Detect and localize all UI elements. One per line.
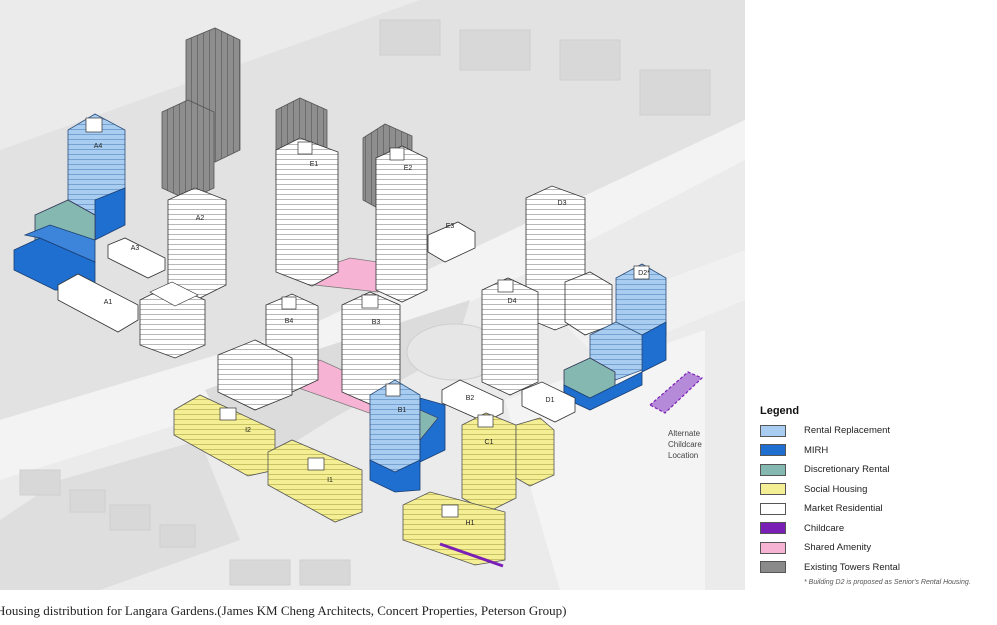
legend-item: Shared Amenity (760, 538, 995, 558)
svg-text:B2: B2 (466, 395, 475, 402)
legend-label: Rental Replacement (804, 425, 891, 437)
legend-item: Market Residential (760, 499, 995, 519)
svg-text:E2: E2 (404, 165, 413, 172)
legend-item: Social Housing (760, 480, 995, 500)
legend-item: Discretionary Rental (760, 460, 995, 480)
building-d3: D3 (525, 185, 613, 336)
svg-text:Childcare: Childcare (668, 440, 702, 449)
building-a4: A4 (13, 113, 126, 291)
legend-item: Existing Towers Rental (760, 558, 995, 578)
svg-text:E1: E1 (310, 161, 319, 168)
svg-text:B1: B1 (398, 407, 407, 414)
legend-item: Childcare (760, 519, 995, 539)
svg-text:A4: A4 (94, 143, 103, 150)
svg-text:A3: A3 (131, 245, 140, 252)
svg-text:A2: A2 (196, 215, 205, 222)
building-b4: B4 (217, 293, 319, 411)
building-h1: H1 (402, 491, 506, 568)
building-c1: C1 (461, 412, 555, 513)
svg-text:H1: H1 (466, 520, 475, 527)
legend-label: MIRH (804, 444, 829, 456)
building-b2: B2 (441, 379, 504, 423)
building-d4: D4 (481, 277, 539, 396)
legend-swatch (760, 561, 786, 574)
legend-label: Childcare (804, 522, 845, 534)
legend-label: Shared Amenity (804, 542, 872, 554)
svg-text:A1: A1 (104, 299, 113, 306)
svg-text:I1: I1 (327, 477, 333, 484)
legend-swatch (760, 483, 786, 496)
legend-swatch (760, 522, 786, 535)
alternate-childcare-location: Alternate Childcare Location (648, 371, 704, 460)
building-a1: A1 (57, 273, 139, 333)
svg-text:D2*: D2* (638, 270, 650, 277)
legend-swatch (760, 424, 786, 437)
svg-text:B4: B4 (285, 318, 294, 325)
legend-swatch (760, 463, 786, 476)
building-e3: E3 (427, 221, 476, 263)
svg-text:D4: D4 (508, 298, 517, 305)
building-e2: E2 (375, 145, 428, 303)
svg-text:I2: I2 (245, 427, 251, 434)
legend-swatch (760, 502, 786, 515)
svg-text:D3: D3 (558, 200, 567, 207)
svg-text:Location: Location (668, 451, 698, 460)
building-d2: D2* (563, 263, 667, 411)
legend-label: Existing Towers Rental (804, 561, 900, 573)
legend-footnote: * Building D2 is proposed as Senior's Re… (804, 579, 971, 586)
legend-title: Legend (760, 405, 800, 417)
svg-text:E3: E3 (446, 223, 455, 230)
legend-item: MIRH (760, 441, 995, 461)
building-d1: D1 (521, 381, 576, 423)
figure-caption: Housing distribution for Langara Gardens… (0, 603, 567, 618)
legend-swatch (760, 444, 786, 457)
existing-tower-west (161, 99, 215, 201)
svg-text:B3: B3 (372, 319, 381, 326)
building-a2: A2 (139, 187, 227, 359)
building-b1: B1 (369, 379, 446, 493)
site-massing-diagram: E1 E2 E3 A4 A3 A1 A2 B4 (0, 0, 745, 590)
legend-swatch (760, 541, 786, 554)
building-e1: E1 (275, 137, 339, 287)
building-a3: A3 (107, 237, 166, 279)
legend-label: Social Housing (804, 483, 868, 495)
svg-text:C1: C1 (485, 439, 494, 446)
legend-label: Market Residential (804, 503, 883, 515)
legend-item: Rental Replacement (760, 421, 995, 441)
legend-label: Discretionary Rental (804, 464, 890, 476)
svg-text:D1: D1 (546, 397, 555, 404)
building-i1: I1 (267, 439, 363, 523)
svg-text:Alternate: Alternate (668, 429, 701, 438)
